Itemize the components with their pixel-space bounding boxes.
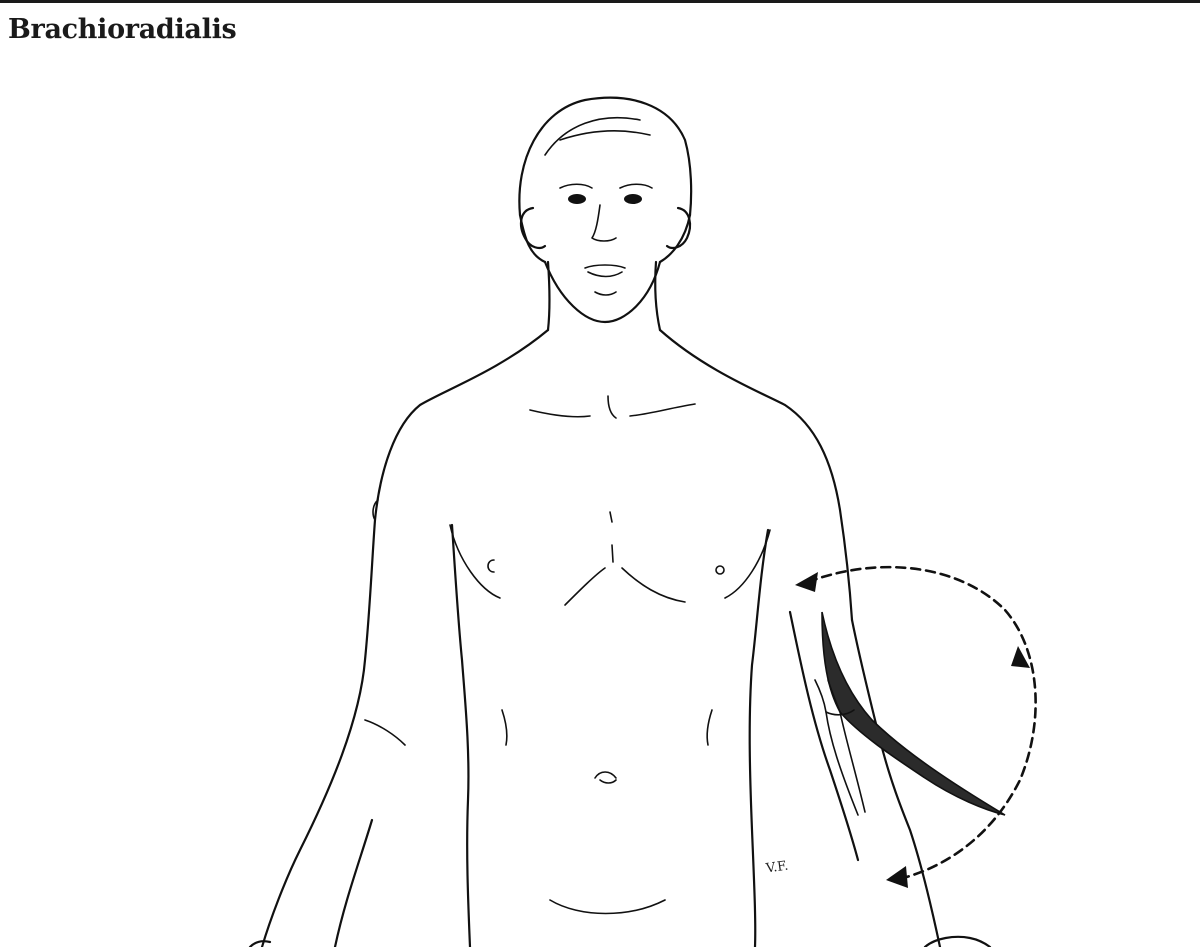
face-features [560, 184, 652, 295]
arrowhead-icon [886, 866, 908, 888]
rotation-arrow [795, 567, 1036, 888]
brachioradialis-muscle [815, 612, 1005, 815]
hand-outline-left [250, 941, 270, 947]
hand-outline [925, 937, 990, 947]
torso [262, 330, 940, 947]
head [519, 98, 691, 322]
artist-signature: V.F. [765, 859, 789, 877]
arrowhead-icon [795, 572, 818, 592]
